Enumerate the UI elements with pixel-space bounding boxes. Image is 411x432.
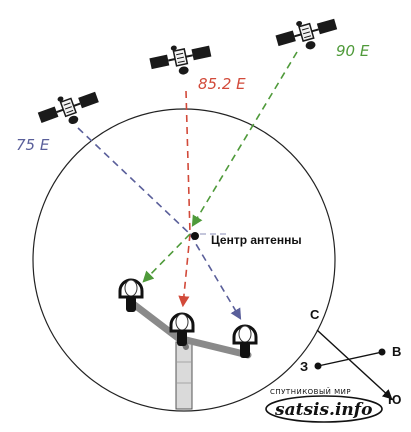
antenna-center-label: Центр антенны	[211, 233, 302, 247]
watermark-main-text: satsis.info	[274, 400, 372, 420]
watermark-oval	[265, 395, 383, 423]
ray-75e-in	[77, 127, 191, 235]
compass: С В З Ю	[300, 307, 401, 407]
satellite-75e-label: 75 E	[16, 136, 50, 154]
compass-north-label: С	[310, 307, 320, 322]
satellite-75e-icon	[34, 83, 104, 136]
compass-east-label: В	[392, 344, 401, 359]
compass-south-label: Ю	[388, 392, 401, 407]
satellite-85e-label: 85.2 E	[198, 75, 246, 93]
compass-west-label: З	[300, 359, 308, 374]
ray-85e-out	[178, 233, 191, 308]
satellite-90e-icon	[272, 10, 342, 59]
ray-75e-out	[189, 233, 242, 320]
ray-85e-in	[185, 90, 191, 235]
satellite-90e-label: 90 E	[336, 42, 370, 60]
watermark: СПУТНИКОВЫЙ МИР satsis.info	[265, 387, 383, 423]
ray-90e-out	[142, 233, 191, 283]
ray-90e-in	[191, 51, 298, 227]
antenna-mast	[175, 341, 193, 410]
watermark-top-text: СПУТНИКОВЫЙ МИР	[270, 387, 351, 396]
dish-circle	[32, 108, 336, 412]
antenna-center-dot	[191, 232, 199, 240]
